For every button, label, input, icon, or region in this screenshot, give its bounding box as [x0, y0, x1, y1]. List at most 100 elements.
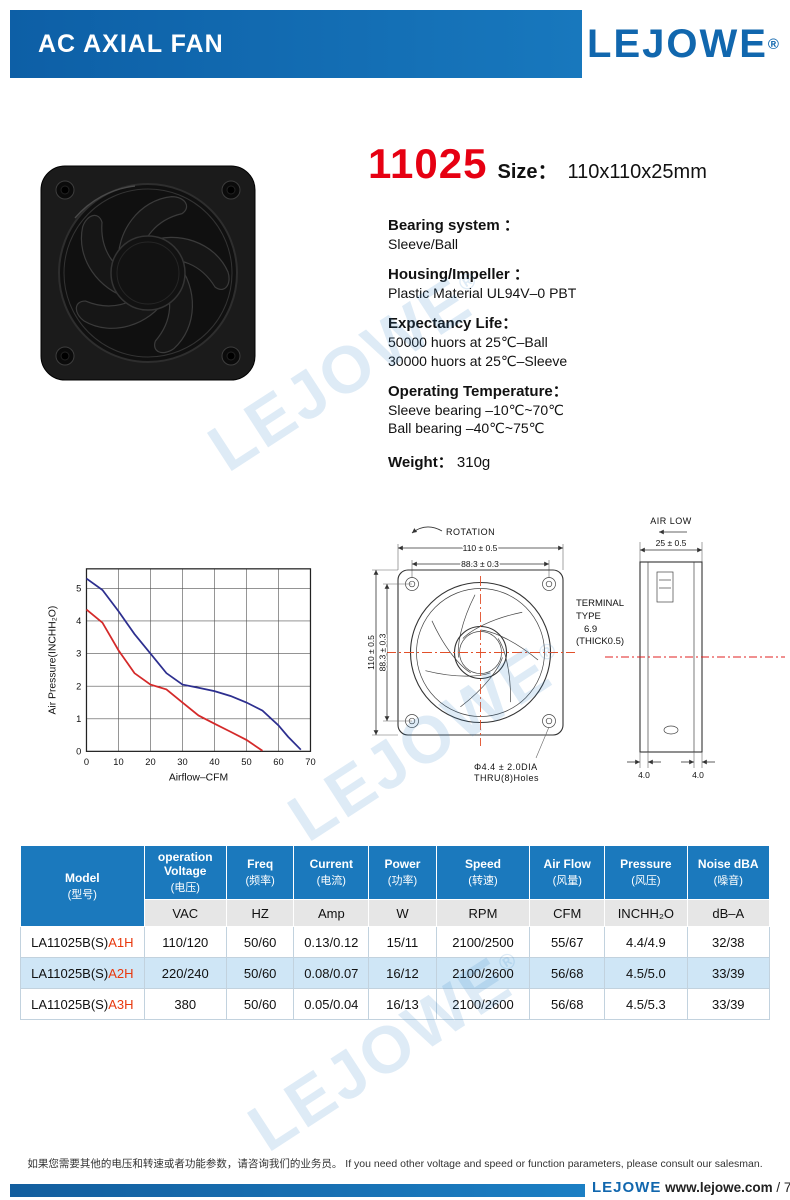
model-base: LA11025B(S) — [31, 996, 109, 1012]
svg-text:70: 70 — [305, 757, 315, 767]
unit-cell: INCHH₂O — [604, 899, 688, 927]
svg-text:3: 3 — [76, 649, 81, 659]
table-row: LA11025B(S)A2H 220/240 50/60 0.08/0.07 1… — [20, 957, 771, 989]
cell: 16/12 — [368, 957, 437, 989]
chart-y-axis-label: Air Pressure(INCHH₂O) — [47, 606, 58, 715]
svg-text:30: 30 — [177, 757, 187, 767]
spec-label: Operating Temperature： — [388, 382, 568, 400]
cell: 4.5/5.0 — [604, 957, 688, 989]
spec-label: Housing/Impeller ： — [388, 266, 529, 284]
dim-depth: 25 ± 0.5 — [656, 538, 687, 548]
terminal-thickness: (THICK0.5) — [576, 636, 625, 648]
terminal-line: TYPE — [576, 610, 601, 622]
model-base: LA11025B(S) — [31, 965, 109, 981]
col-header-cn: (风量) — [552, 875, 582, 887]
spec-table: Model (型号) operation Voltage (电压) Freq(频率… — [20, 845, 771, 1020]
col-header-en: Speed — [464, 857, 501, 871]
col-header-en: Current — [309, 857, 353, 871]
dim-hole-pitch-h: 88.3 ± 0.3 — [461, 559, 499, 569]
front-dimension-drawing: ROTATION 110 ± 0.5 88.3 ± 0.3 110 ± 0.5 … — [368, 526, 575, 783]
cell: 4.5/5.3 — [604, 988, 688, 1020]
col-header-noise: Noise dBA(噪音) — [686, 845, 771, 900]
col-header-en: operation Voltage — [157, 850, 213, 878]
col-header-en: Model — [64, 870, 100, 885]
cell: 2100/2600 — [435, 988, 531, 1020]
col-header-airflow: Air Flow (风量) — [529, 845, 606, 900]
svg-text:50: 50 — [241, 757, 251, 767]
dim-height: 110 ± 0.5 — [368, 635, 376, 670]
svg-text:40: 40 — [209, 757, 219, 767]
cell: 50/60 — [225, 988, 295, 1020]
unit-cell: Amp — [293, 899, 370, 927]
model-base: LA11025B(S) — [31, 934, 109, 950]
spec-table-wrap: Model (型号) operation Voltage (电压) Freq(频率… — [20, 845, 771, 1020]
col-header-power: Power (功率) — [368, 845, 437, 900]
model-cell: LA11025B(S)A1H — [20, 926, 145, 958]
spec-value: Plastic Material UL94V–0 PBT — [388, 285, 577, 302]
col-header-freq: Freq(频率) — [225, 845, 295, 900]
col-header-en: Freq — [247, 857, 274, 871]
page-title: AC AXIAL FAN — [38, 29, 224, 58]
spec-value: Sleeve bearing –10℃~70℃ — [388, 401, 564, 418]
cell: 380 — [143, 988, 227, 1020]
size-value: 110x110x25mm — [567, 161, 707, 183]
col-header-cn: (风压) — [631, 875, 661, 887]
unit-cell: CFM — [529, 899, 606, 927]
col-header-pressure: Pressure(风压) — [604, 845, 688, 900]
size-label: Size： — [497, 161, 558, 183]
col-header-current: Current (电流) — [293, 845, 370, 900]
cell: 15/11 — [368, 926, 437, 958]
col-header-voltage: operation Voltage (电压) — [143, 845, 227, 900]
spec-value: 30000 huors at 25℃–Sleeve — [388, 352, 568, 369]
cell: 50/60 — [225, 957, 295, 989]
brand-logo: LEJOWE® — [582, 4, 784, 84]
footer-bar — [10, 1184, 585, 1197]
svg-text:10: 10 — [113, 757, 123, 767]
table-row: LA11025B(S)A1H 110/120 50/60 0.13/0.12 1… — [20, 926, 771, 958]
fan-product-photo — [40, 165, 256, 381]
model-cell: LA11025B(S)A2H — [20, 957, 145, 989]
model-cell: LA11025B(S)A3H — [20, 988, 145, 1020]
cell: 220/240 — [143, 957, 227, 989]
svg-text:60: 60 — [273, 757, 283, 767]
col-header-cn: (噪音) — [713, 875, 743, 887]
terminal-note: TERMINAL TYPE 6.9 (THICK0.5) — [576, 598, 624, 649]
weight-value: 310g — [456, 454, 491, 472]
dim-hole-pitch-v: 88.3 ± 0.3 — [378, 633, 388, 671]
svg-text:20: 20 — [145, 757, 155, 767]
spec-label: Expectancy Life： — [388, 315, 518, 333]
col-header-cn: (电压) — [170, 882, 200, 894]
col-header-speed: Speed(转速) — [435, 845, 531, 900]
spec-list: Bearing system ： Sleeve/Ball Housing/Imp… — [388, 204, 728, 472]
col-header-en: Air Flow — [543, 857, 591, 871]
holes-note-line1: Φ4.4 ± 2.0DIA — [474, 762, 538, 772]
cell: 2100/2600 — [435, 957, 531, 989]
table-header-row: Model (型号) operation Voltage (电压) Freq(频率… — [20, 845, 771, 927]
weight-label: Weight： — [388, 454, 453, 472]
footer-note-cn: 如果您需要其他的电压和转速或者功能参数，请咨询我们的业务员。 — [27, 1158, 343, 1170]
cell: 55/67 — [529, 926, 606, 958]
cell: 50/60 — [225, 926, 295, 958]
cell: 2100/2500 — [435, 926, 531, 958]
cell: 0.08/0.07 — [293, 957, 370, 989]
col-header-en: Power — [384, 857, 421, 871]
col-header-cn: (电流) — [316, 875, 346, 887]
model-suffix: A3H — [108, 996, 134, 1012]
holes-note-line2: THRU(8)Holes — [474, 773, 539, 783]
unit-cell: dB–A — [686, 899, 771, 927]
cell: 0.13/0.12 — [293, 926, 370, 958]
footer-page-number: / 70 — [776, 1180, 790, 1195]
brand-name: LEJOWE — [587, 21, 768, 66]
terminal-line: TERMINAL — [576, 598, 625, 609]
table-row: LA11025B(S)A3H 380 50/60 0.05/0.04 16/13… — [20, 988, 771, 1020]
cell: 32/38 — [686, 926, 771, 958]
col-header-cn: (功率) — [387, 875, 418, 887]
unit-cell: HZ — [225, 899, 295, 927]
cell: 56/68 — [529, 957, 606, 989]
col-header-model: Model (型号) — [20, 845, 145, 927]
spec-label: Bearing system ： — [388, 217, 519, 234]
unit-cell: W — [368, 899, 437, 927]
model-suffix: A2H — [108, 965, 134, 981]
cell: 0.05/0.04 — [293, 988, 370, 1020]
svg-text:1: 1 — [76, 714, 81, 724]
